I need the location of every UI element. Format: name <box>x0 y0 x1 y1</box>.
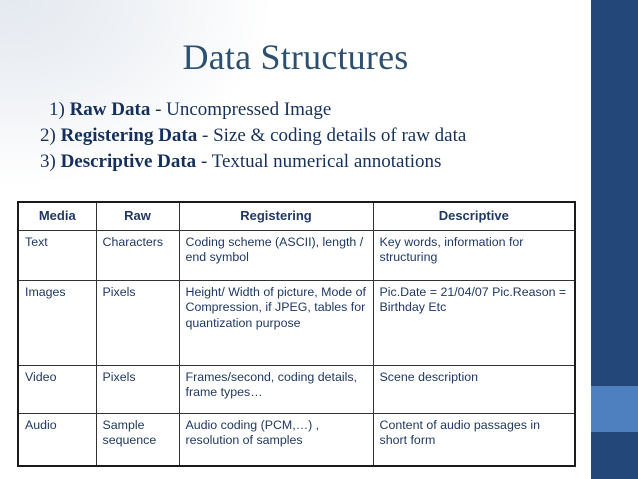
cell-descriptive: Scene description <box>372 364 576 414</box>
cell-raw: Pixels <box>95 279 180 366</box>
list-item-number: 1) <box>49 99 65 120</box>
cell-raw: Sample sequence <box>95 412 180 466</box>
table-row: Video Pixels Frames/second, coding detai… <box>17 364 576 414</box>
list-item-term: Raw Data <box>69 99 151 120</box>
data-structures-table: Media Raw Registering Descriptive Text C… <box>17 201 576 467</box>
cell-media: Audio <box>17 412 97 466</box>
sidebar-band-dark-top <box>591 0 638 386</box>
bullet-list: 1) Raw Data - Uncompressed Image 2) Regi… <box>40 97 580 175</box>
list-item-description: - Uncompressed Image <box>150 99 332 120</box>
list-item: 1) Raw Data - Uncompressed Image <box>40 97 580 123</box>
data-structures-table-wrapper: Media Raw Registering Descriptive Text C… <box>17 201 576 467</box>
column-header-raw: Raw <box>95 201 180 231</box>
cell-raw: Characters <box>95 229 180 281</box>
cell-registering: Frames/second, coding details, frame typ… <box>178 364 374 414</box>
table-row: Images Pixels Height/ Width of picture, … <box>17 279 576 366</box>
cell-descriptive: Key words, information for structuring <box>372 229 576 281</box>
cell-registering: Audio coding (PCM,…) , resolution of sam… <box>178 412 374 466</box>
list-item-term: Descriptive Data <box>60 151 197 172</box>
cell-media: Text <box>17 229 97 281</box>
list-item-number: 3) <box>40 151 56 172</box>
column-header-media: Media <box>17 201 97 231</box>
cell-media: Images <box>17 279 97 366</box>
column-header-registering: Registering <box>178 201 374 231</box>
table-header-row: Media Raw Registering Descriptive <box>17 201 576 231</box>
table-row: Audio Sample sequence Audio coding (PCM,… <box>17 412 576 466</box>
list-item-term: Registering Data <box>60 125 198 146</box>
column-header-descriptive: Descriptive <box>372 201 576 231</box>
table-header: Media Raw Registering Descriptive <box>17 201 576 231</box>
list-item: 2) Registering Data - Size & coding deta… <box>40 123 580 149</box>
cell-registering: Height/ Width of picture, Mode of Compre… <box>178 279 374 366</box>
cell-descriptive: Content of audio passages in short form <box>372 412 576 466</box>
list-item-number: 2) <box>40 125 56 146</box>
slide-title: Data Structures <box>182 37 409 77</box>
table-body: Text Characters Coding scheme (ASCII), l… <box>17 229 576 466</box>
cell-media: Video <box>17 364 97 414</box>
table-row: Text Characters Coding scheme (ASCII), l… <box>17 229 576 281</box>
sidebar-band-light <box>591 386 638 432</box>
list-item-description: - Size & coding details of raw data <box>197 125 467 146</box>
cell-descriptive: Pic.Date = 21/04/07 Pic.Reason = Birthda… <box>372 279 576 366</box>
list-item-description: - Textual numerical annotations <box>196 151 442 172</box>
list-item: 3) Descriptive Data - Textual numerical … <box>40 149 580 175</box>
sidebar-band-dark-bottom <box>591 432 638 479</box>
cell-raw: Pixels <box>95 364 180 414</box>
decorative-sidebar <box>591 0 638 479</box>
cell-registering: Coding scheme (ASCII), length / end symb… <box>178 229 374 281</box>
